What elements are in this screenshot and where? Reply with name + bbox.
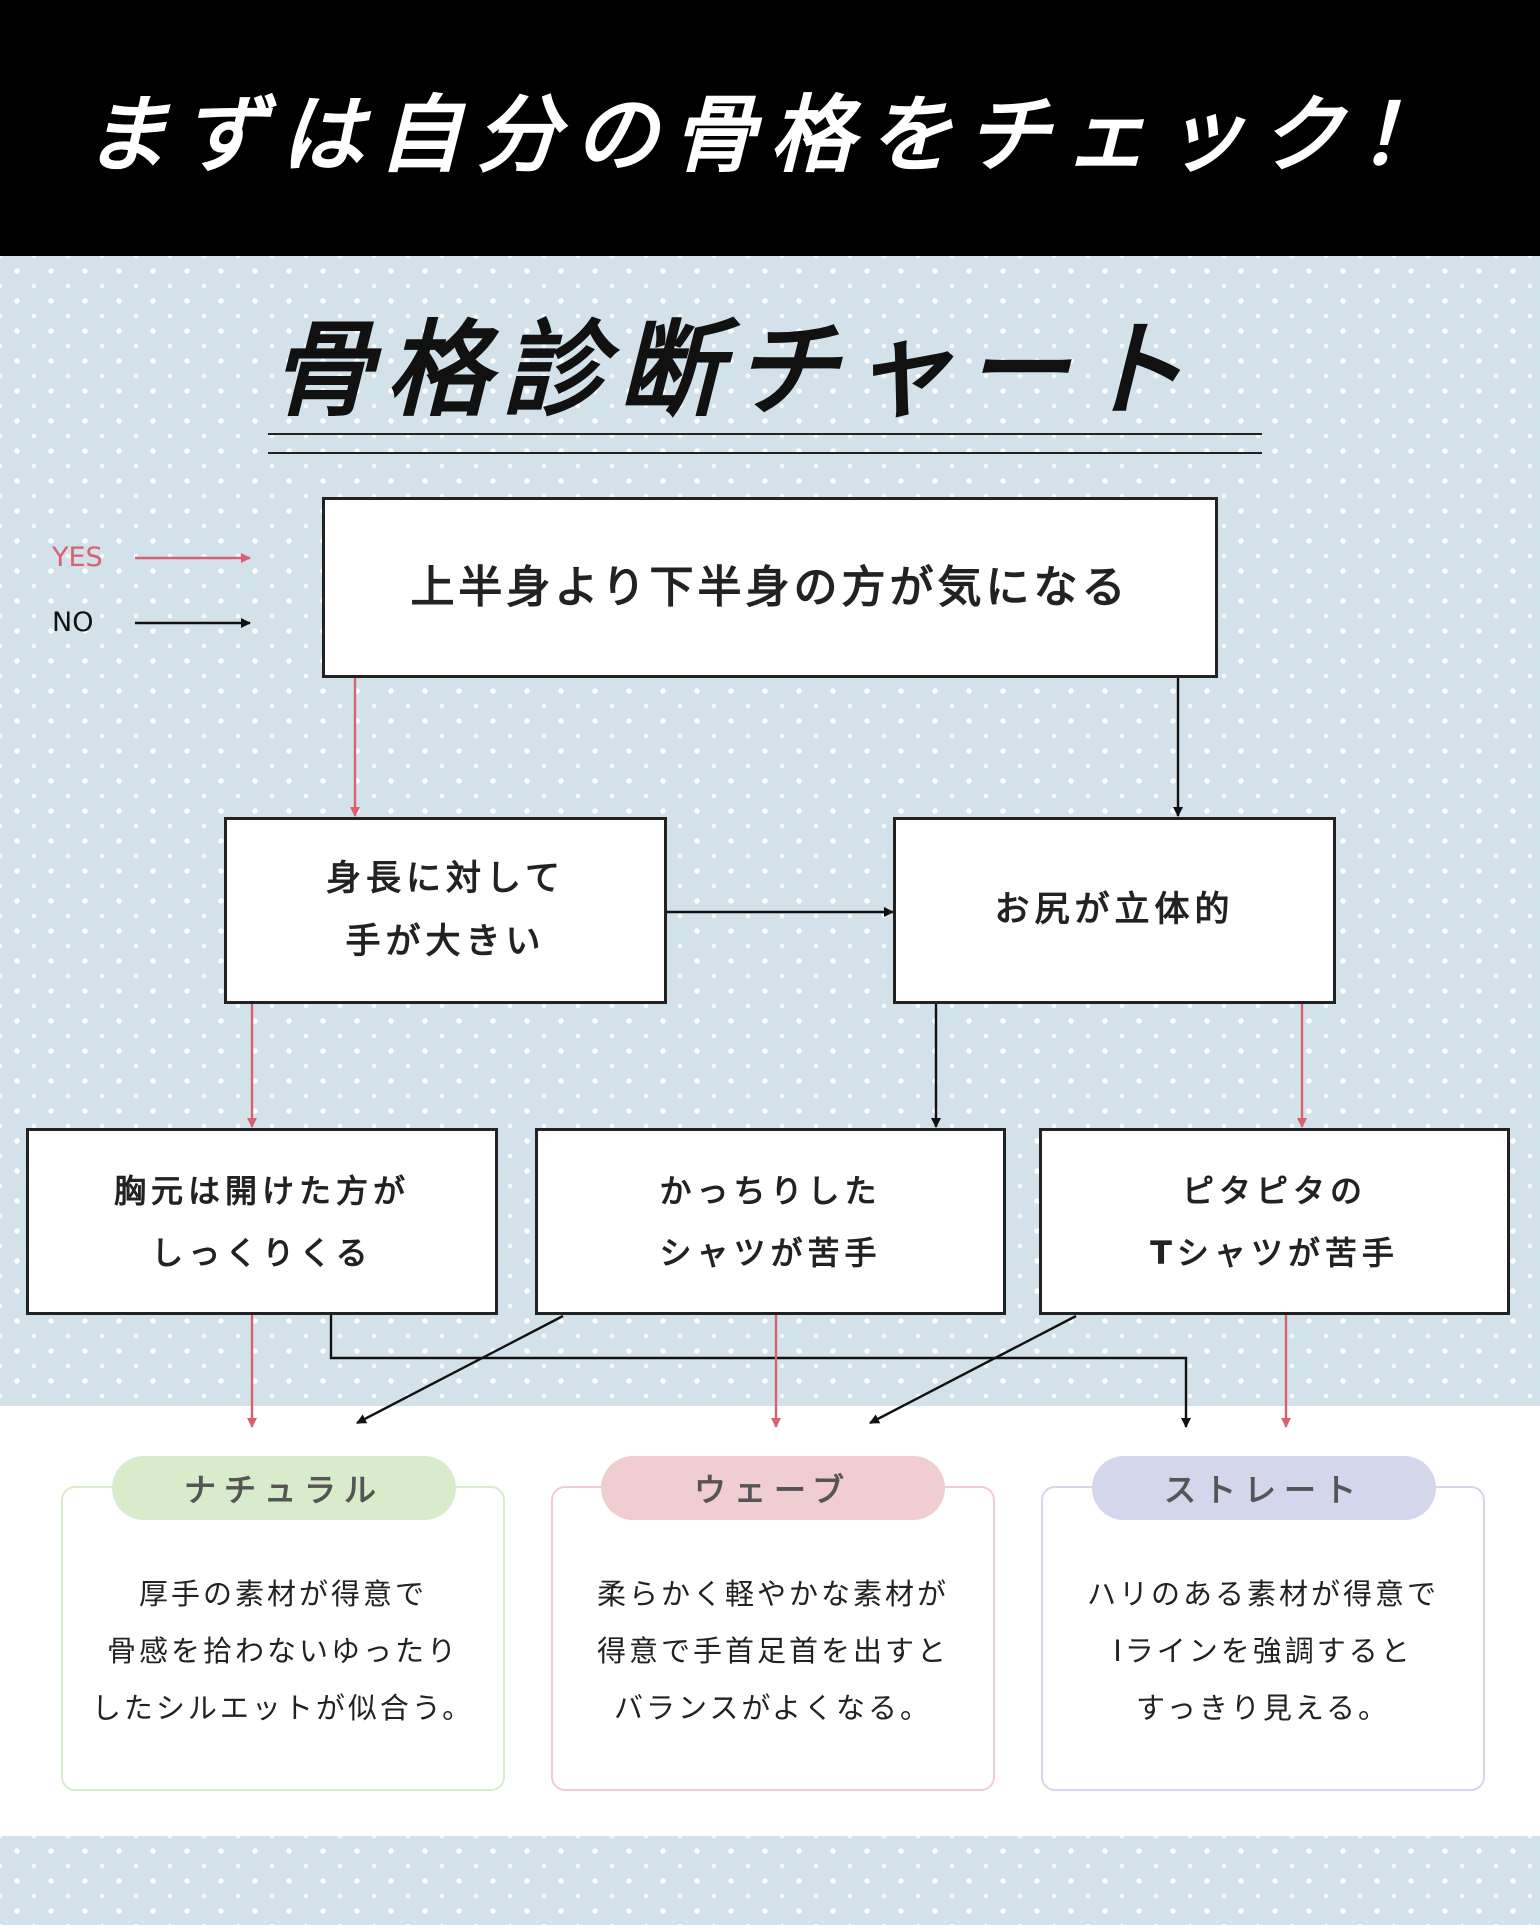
chart-title: 骨格診断チャート [270, 309, 1197, 431]
result-text-wave: 柔らかく軽やかな素材が 得意で手首足首を出すと バランスがよくなる。 [596, 1577, 949, 1725]
legend-yes-label: YES [52, 542, 103, 573]
title-rule-top [268, 433, 1262, 435]
question-box-q3: お尻が立体的 [893, 817, 1336, 1004]
result-name-wave: ウェーブ [693, 1471, 853, 1509]
question-text-q2: 身長に対して 手が大きい [326, 858, 565, 962]
question-box-q4: 胸元は開けた方が しっくりくる [26, 1128, 498, 1315]
result-text-straight: ハリのある素材が得意で Iラインを強調すると すっきり見える。 [1086, 1577, 1439, 1725]
dotted-background-bottom [0, 1836, 1540, 1925]
header-banner: まずは自分の骨格をチェック！ [0, 0, 1540, 256]
result-text-natural: 厚手の素材が得意で 骨感を拾わないゆったり したシルエットが似合う。 [91, 1577, 475, 1725]
result-label-straight: ストレート [1092, 1456, 1436, 1520]
question-text-q1: 上半身より下半身の方が気になる [410, 562, 1130, 613]
arrow-q6-no [869, 1314, 1077, 1425]
question-text-q6: ピタピタの Tシャツが苦手 [1150, 1171, 1399, 1272]
question-text-q4: 胸元は開けた方が しっくりくる [113, 1171, 410, 1272]
title-rule-bottom [268, 452, 1262, 454]
result-card-wave [551, 1486, 995, 1791]
question-box-q1: 上半身より下半身の方が気になる [322, 497, 1218, 678]
result-label-wave: ウェーブ [601, 1456, 945, 1520]
question-text-q3: お尻が立体的 [994, 890, 1235, 930]
header-title: まずは自分の骨格をチェック！ [83, 85, 1456, 184]
result-card-straight [1041, 1486, 1485, 1791]
arrow-q4-no [329, 1315, 1191, 1428]
legend-no-label: NO [52, 607, 94, 638]
result-name-natural: ナチュラル [183, 1471, 384, 1509]
question-box-q5: かっちりした シャツが苦手 [535, 1128, 1006, 1315]
result-label-natural: ナチュラル [112, 1456, 456, 1520]
result-name-straight: ストレート [1163, 1471, 1364, 1509]
question-box-q2: 身長に対して 手が大きい [224, 817, 667, 1004]
arrow-q5-no [356, 1314, 564, 1425]
question-box-q6: ピタピタの Tシャツが苦手 [1039, 1128, 1510, 1315]
question-text-q5: かっちりした シャツが苦手 [659, 1171, 882, 1272]
